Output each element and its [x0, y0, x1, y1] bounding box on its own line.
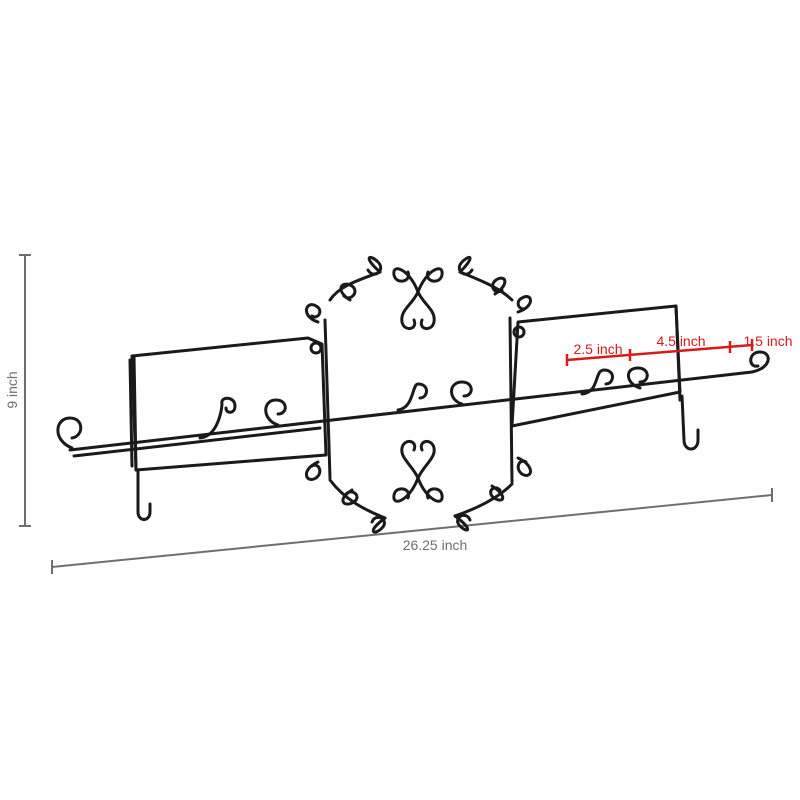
hook-1	[198, 396, 237, 440]
top-heart-right	[416, 267, 444, 294]
top-scroll-right	[416, 290, 436, 330]
top-right-curl	[457, 255, 474, 276]
side-right-curl	[516, 295, 532, 314]
upper-left-curl	[339, 282, 357, 302]
j-hook-right	[680, 394, 700, 451]
bottom-scroll-right	[416, 440, 436, 480]
main-rod	[68, 370, 754, 452]
side-left-curl	[305, 303, 322, 324]
hook-spacing-line	[566, 343, 753, 362]
top-heart-left	[392, 267, 420, 294]
top-left-curl	[366, 255, 383, 276]
right-panel-side	[674, 304, 682, 402]
lower-right-curl	[489, 484, 505, 502]
hook-2	[264, 398, 287, 427]
width-dimension	[51, 488, 773, 574]
medallion-bottom-left-arc	[328, 478, 387, 520]
j-hook-left	[136, 468, 152, 521]
bottom-heart-left	[392, 476, 420, 503]
mount-hole-right	[512, 325, 526, 339]
bottom-scroll-left	[400, 440, 420, 480]
left-rod-lower	[72, 426, 322, 458]
lower-left-curl	[341, 488, 359, 506]
left-end-curl	[56, 416, 83, 450]
left-panel-edge	[132, 354, 138, 472]
hook-spacing-label-2: 4.5 inch	[656, 333, 705, 349]
hook-spacing-label-1: 2.5 inch	[573, 341, 622, 357]
bottom-right-curl	[453, 513, 472, 532]
bottom-heart-right	[416, 476, 444, 503]
hook-spacing-dimension	[565, 339, 754, 366]
hook-3	[396, 382, 428, 412]
medallion-left-bar	[323, 318, 332, 480]
medallion-right-bar	[508, 316, 514, 484]
center-scroll-medallion	[305, 255, 532, 534]
hook-5	[580, 368, 614, 396]
upper-right-curl	[491, 276, 507, 296]
hook-6	[627, 366, 649, 390]
right-end-curl	[749, 350, 770, 374]
right-panel-frame	[510, 304, 682, 428]
hook-spacing-label-3: 1.5 inch	[743, 333, 792, 349]
top-scroll-left	[400, 290, 420, 330]
medallion-top-left-arc	[328, 270, 382, 302]
height-dimension	[19, 254, 31, 527]
medallion-bottom-right-arc	[453, 482, 514, 518]
width-dimension-line	[51, 494, 773, 568]
width-label: 26.25 inch	[403, 537, 468, 553]
lower-side-left-curl	[305, 460, 322, 481]
mount-hole-left	[309, 341, 323, 355]
height-label: 9 inch	[4, 371, 20, 408]
wall-rack-drawing	[56, 255, 770, 534]
bottom-left-curl	[370, 515, 387, 534]
lower-side-right-curl	[516, 456, 532, 477]
left-panel-frame	[130, 336, 328, 472]
hook-4	[450, 380, 473, 406]
